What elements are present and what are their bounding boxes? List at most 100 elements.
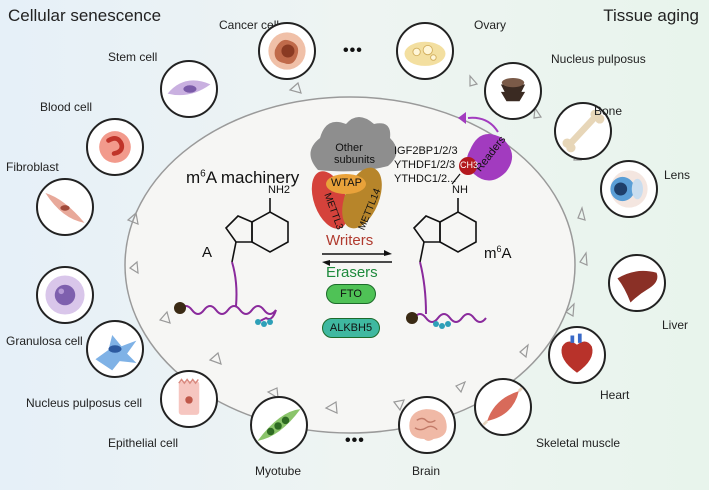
cancer-cell-circle <box>258 22 316 80</box>
m6a-label: m6A <box>484 244 512 262</box>
liver-icon <box>617 270 658 303</box>
brain-icon <box>409 409 447 441</box>
cells-ellipsis: ••• <box>343 42 363 59</box>
nh-label: NH <box>452 184 468 196</box>
erasers-label: Erasers <box>326 264 378 281</box>
epithelial-cell-icon <box>178 378 200 415</box>
fibroblast-icon <box>45 193 85 223</box>
reader-item: IGF2BP1/2/3 <box>394 145 458 157</box>
ring-arrow <box>455 380 467 394</box>
ring-arrow <box>324 400 338 414</box>
ring-arrow <box>288 81 302 94</box>
stem-cell-circle <box>160 60 218 118</box>
polya-right <box>433 321 451 329</box>
ch3-circle <box>459 157 477 175</box>
heart-label: Heart <box>600 388 630 402</box>
fibroblast-label: Fibroblast <box>6 160 59 174</box>
heart-circle <box>548 326 606 384</box>
tissue-aging-title: Tissue aging <box>603 6 699 25</box>
ovary-icon <box>404 41 446 66</box>
ring-arrow <box>533 106 543 119</box>
reader-item: YTHDF1/2/3 <box>394 159 456 171</box>
cellular-senescence-title: Cellular senescence <box>8 6 162 25</box>
ring-arrow <box>577 206 586 221</box>
liver-circle <box>608 254 666 312</box>
reader-list: IGF2BP1/2/3 YTHDF1/2/3 YTHDC1/2... <box>394 144 458 186</box>
ch3-bond <box>451 173 461 185</box>
wtap-shape <box>326 174 366 194</box>
epithelial-cell-circle <box>160 370 218 428</box>
granulosa-cell-label: Granulosa cell <box>6 334 83 348</box>
machinery-ellipse <box>124 96 576 434</box>
ring-arrow <box>565 302 575 317</box>
m6a-structure <box>412 198 477 263</box>
rna-link-right <box>419 261 427 315</box>
fibroblast-circle <box>36 178 94 236</box>
ring-arrow <box>519 343 529 359</box>
granulosa-cell-icon <box>45 275 85 315</box>
blood-cell-circle <box>86 118 144 176</box>
nucleus-pulposus-cell-icon <box>95 335 137 371</box>
ring-arrow <box>266 387 279 400</box>
brain-label: Brain <box>412 464 441 478</box>
blood-cell-icon <box>99 131 131 163</box>
polya-left <box>255 319 273 327</box>
ring-arrow <box>208 351 222 365</box>
myotube-circle <box>250 396 308 454</box>
rna-strand-left <box>179 305 277 315</box>
other-subunits-blob <box>310 117 397 172</box>
ovary-circle <box>396 22 454 80</box>
ring-arrow <box>128 260 139 275</box>
machinery-title: m6A machinery <box>186 168 300 187</box>
reader-arrowhead <box>458 112 466 124</box>
wtap-label: WTAP <box>331 177 362 189</box>
nucleus-pulposus-cell-circle <box>86 320 144 378</box>
adenine-structure <box>224 198 289 263</box>
reader-item: YTHDC1/2... <box>394 173 457 185</box>
readers-blob <box>466 134 513 181</box>
stem-cell-icon <box>167 80 211 96</box>
reverse-arrowhead <box>322 260 330 266</box>
stem-cell-label: Stem cell <box>108 50 158 64</box>
lens-circle <box>600 160 658 218</box>
nucleus-pulposus-circle <box>484 62 542 120</box>
bottom-ellipsis: ••• <box>345 432 365 449</box>
blood-cell-label: Blood cell <box>40 100 93 114</box>
epithelial-cell-label: Epithelial cell <box>108 436 179 450</box>
ring-arrow <box>469 74 479 87</box>
cap-right <box>406 312 418 324</box>
lens-icon <box>610 170 648 208</box>
cancer-cell-icon <box>268 32 306 70</box>
ring-arrow <box>392 399 405 412</box>
heart-icon <box>561 333 593 373</box>
myotube-icon <box>257 409 301 441</box>
writers-label: Writers <box>326 232 374 249</box>
ring-arrow <box>579 251 588 266</box>
rna-link-left <box>231 261 238 307</box>
brain-circle <box>398 396 456 454</box>
ring-arrow <box>158 310 171 324</box>
ch3-label: CH3 <box>460 160 479 170</box>
myotube-label: Myotube <box>255 464 302 478</box>
bone-label: Bone <box>594 104 623 118</box>
rna-tail-left <box>257 309 277 323</box>
granulosa-cell-circle <box>36 266 94 324</box>
nucleus-pulposus-label: Nucleus pulposus <box>551 52 646 66</box>
cancer-cell-label: Cancer cell <box>219 18 280 32</box>
adenosine-label: A <box>202 244 213 261</box>
rna-strand-right <box>413 313 487 323</box>
skeletal-muscle-circle <box>474 378 532 436</box>
lens-label: Lens <box>664 168 691 182</box>
alkbh5-pill: ALKBH5 <box>322 318 380 338</box>
ring-arrow <box>126 211 139 225</box>
bone-icon <box>562 109 605 153</box>
bone-circle <box>554 102 612 160</box>
skeletal-muscle-icon <box>482 386 524 426</box>
forward-arrowhead <box>384 250 392 256</box>
nucleus-pulposus-cell-label: Nucleus pulposus cell <box>26 396 143 410</box>
liver-label: Liver <box>662 318 689 332</box>
nucleus-pulposus-icon <box>500 77 526 102</box>
